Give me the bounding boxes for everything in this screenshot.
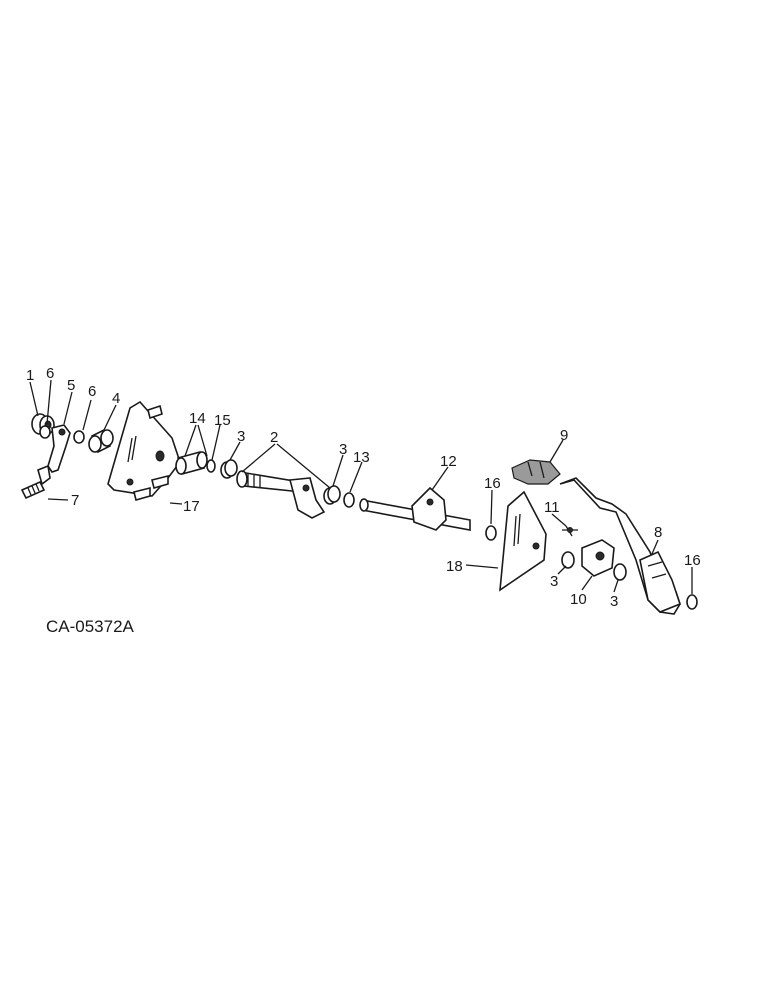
callout-14: 14 — [189, 410, 206, 427]
part-6-ring-left — [39, 425, 51, 439]
part-3-bushing-2 — [323, 485, 341, 505]
part-13-ring — [343, 492, 355, 508]
callout-4: 4 — [112, 390, 120, 407]
part-14-sleeve — [175, 451, 208, 475]
callout-9: 9 — [560, 427, 568, 444]
part-7-bolt — [20, 464, 51, 500]
part-16-washer-left — [485, 525, 497, 541]
part-12-shaft-bracket — [359, 486, 471, 531]
part-18-plate — [499, 490, 547, 592]
callout-2: 2 — [270, 429, 278, 446]
part-4-bushing — [88, 428, 114, 454]
callout-16-left: 16 — [484, 475, 501, 492]
drawing-code: CA-05372A — [46, 617, 135, 636]
callout-labels: 1 6 5 6 4 7 17 14 15 3 2 3 13 12 9 16 11… — [26, 365, 701, 610]
part-3-bushing-1 — [220, 459, 238, 479]
callout-5: 5 — [67, 377, 75, 394]
part-9-knob — [511, 459, 561, 485]
callout-12: 12 — [440, 453, 457, 470]
callout-3-b: 3 — [339, 441, 347, 458]
callout-3-a: 3 — [237, 428, 245, 445]
part-5-lever — [47, 424, 71, 473]
part-17-plate — [107, 400, 181, 501]
callout-3-d: 3 — [610, 593, 618, 610]
part-11-clip — [562, 525, 578, 537]
part-6-ring-right — [73, 430, 85, 444]
part-8-lever — [559, 477, 681, 615]
part-3-bushing-3 — [561, 551, 575, 569]
callout-18: 18 — [446, 558, 463, 575]
part-15-ring — [206, 459, 216, 473]
part-2-shaft — [236, 470, 326, 519]
callout-7: 7 — [71, 492, 79, 509]
callout-16-right: 16 — [684, 552, 701, 569]
callout-8: 8 — [654, 524, 662, 541]
callout-10: 10 — [570, 591, 587, 608]
leader-lines — [29, 379, 693, 594]
callout-1: 1 — [26, 367, 34, 384]
callout-3-c: 3 — [550, 573, 558, 590]
callout-6-left: 6 — [46, 365, 54, 382]
part-16-washer-right — [686, 594, 698, 610]
callout-15: 15 — [214, 412, 231, 429]
part-3-bushing-4 — [613, 563, 627, 581]
callout-6-right: 6 — [88, 383, 96, 400]
callout-11: 11 — [544, 499, 560, 516]
callout-17: 17 — [183, 498, 200, 515]
callout-13: 13 — [353, 449, 370, 466]
part-10-block — [581, 539, 615, 577]
